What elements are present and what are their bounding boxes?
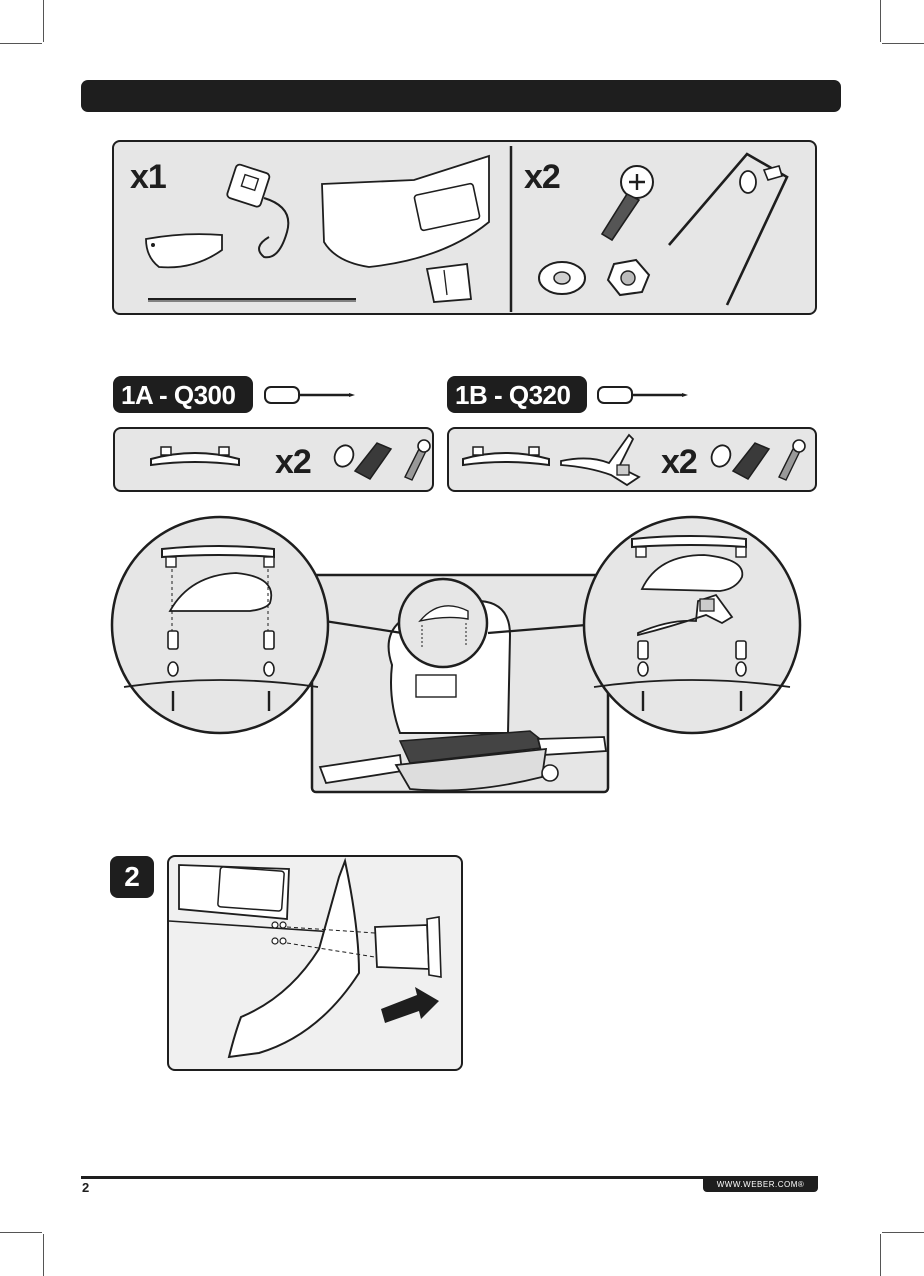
crop-mark (43, 1234, 44, 1276)
handle-bracket-and-hardware-illustration (449, 429, 817, 492)
step-1b-tag: 1B - Q320 (447, 376, 587, 413)
fascia-bracket-illustration (169, 857, 463, 1071)
crop-mark (882, 1232, 924, 1233)
parts-panel: x1 x2 (112, 140, 817, 315)
crop-mark (43, 0, 44, 42)
crop-mark (880, 1234, 881, 1276)
crop-mark (0, 1232, 42, 1233)
step-1a-tag: 1A - Q300 (113, 376, 253, 413)
crop-mark (880, 0, 881, 42)
step-1b-label: 1B - Q320 (455, 380, 570, 410)
crop-mark (0, 43, 42, 44)
parts-illustration (114, 142, 817, 315)
step-2-illustration-panel (167, 855, 463, 1071)
handle-assembly-illustration (110, 515, 810, 805)
step-2-badge: 2 (110, 856, 154, 898)
step-1a-parts-panel: x2 (113, 427, 434, 492)
left-quantity-label: x1 (130, 160, 166, 194)
screwdriver-icon (263, 383, 358, 407)
screwdriver-icon (596, 383, 691, 407)
crop-mark (882, 43, 924, 44)
step-1a-quantity: x2 (275, 445, 311, 479)
website-url: WWW.WEBER.COM® (703, 1177, 818, 1192)
page-number: 2 (82, 1180, 89, 1195)
section-header-bar (81, 80, 841, 112)
step-1b-quantity: x2 (661, 445, 697, 479)
step-1a-label: 1A - Q300 (121, 380, 235, 410)
step-1b-parts-panel: x2 (447, 427, 817, 492)
right-quantity-label: x2 (524, 160, 560, 194)
step-2-number: 2 (124, 861, 140, 892)
